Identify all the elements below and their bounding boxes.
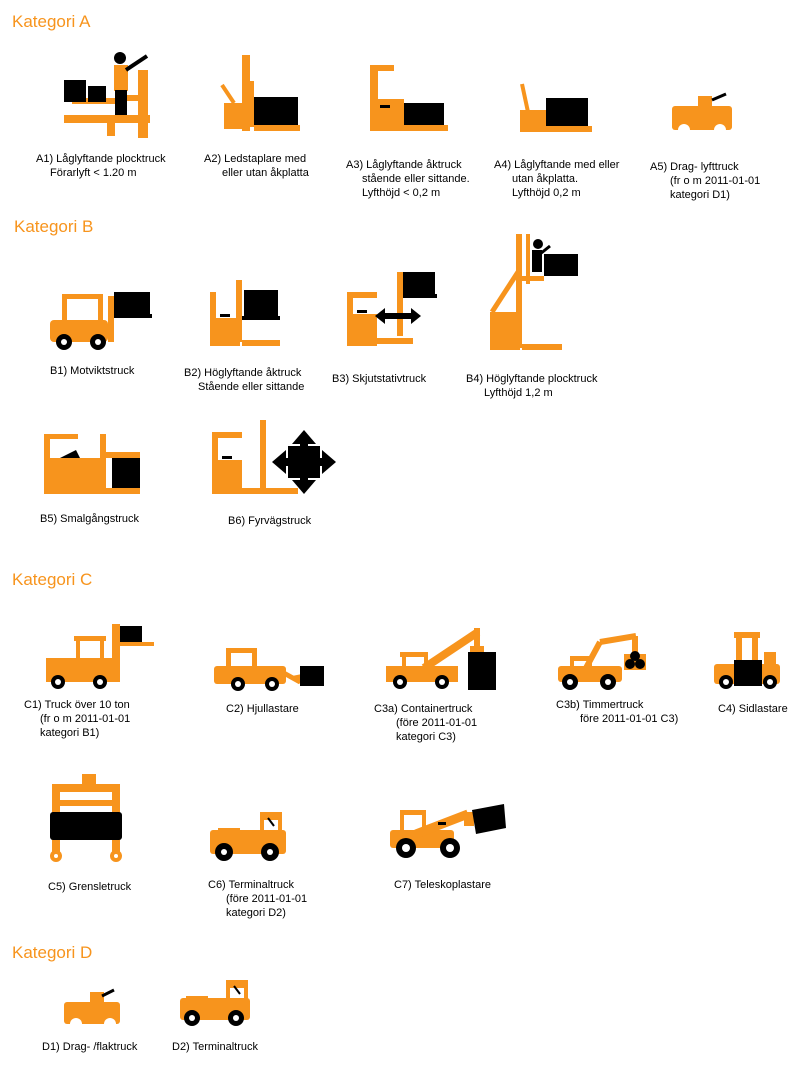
order-picker-truck-icon <box>64 52 150 138</box>
tow-lift-truck-icon <box>672 92 732 136</box>
caption-b1: B1) Motviktstruck <box>50 365 135 377</box>
caption-c2: C2) Hjullastare <box>226 703 299 715</box>
low-lift-pallet-truck-icon <box>520 83 592 132</box>
caption-a3: A3) Låglyftande åktruck stående eller si… <box>346 159 470 199</box>
caption-d2: D2) Terminaltruck <box>172 1041 258 1053</box>
timber-truck-icon <box>558 633 646 690</box>
heading-kategori-a: Kategori A <box>12 12 91 31</box>
low-lift-platform-truck-icon <box>370 65 448 131</box>
narrow-aisle-truck-icon <box>44 434 140 494</box>
caption-d1: D1) Drag- /flaktruck <box>42 1041 138 1053</box>
caption-b6: B6) Fyrvägstruck <box>228 515 312 527</box>
terminal-tractor-icon <box>210 812 286 861</box>
heavy-truck-icon <box>46 624 154 689</box>
caption-b5: B5) Smalgångstruck <box>40 513 140 525</box>
four-way-truck-icon <box>212 420 336 494</box>
container-truck-icon <box>386 628 496 690</box>
heading-kategori-c: Kategori C <box>12 570 93 589</box>
caption-a2: A2) Ledstaplare med eller utan åkplatta <box>204 153 309 179</box>
caption-a5: A5) Drag- lyfttruck (fr o m 2011-01-01 k… <box>650 161 761 201</box>
heading-kategori-d: Kategori D <box>12 943 93 962</box>
caption-b2: B2) Höglyftande åktruck Stående eller si… <box>184 367 305 393</box>
caption-c6: C6) Terminaltruck (före 2011-01-01 kateg… <box>208 879 308 919</box>
caption-a4: A4) Låglyftande med eller utan åkplatta.… <box>494 159 620 199</box>
caption-c5: C5) Grensletruck <box>48 881 132 893</box>
caption-a1: A1) Låglyftande plocktruck Förarlyft < 1… <box>36 153 166 179</box>
caption-c4: C4) Sidlastare <box>718 703 788 715</box>
straddle-carrier-icon <box>50 774 122 862</box>
reach-truck-icon <box>347 272 437 346</box>
pedestrian-stacker-icon <box>220 55 300 131</box>
caption-b3: B3) Skjutstativtruck <box>332 373 427 385</box>
caption-b4: B4) Höglyftande plocktruck Lyfthöjd 1,2 … <box>466 373 598 399</box>
wheel-loader-icon <box>214 648 324 691</box>
tow-tractor-icon <box>64 988 120 1030</box>
side-loader-icon <box>714 632 780 689</box>
caption-c3b: C3b) Timmertruck före 2011-01-01 C3) <box>556 699 679 725</box>
telehandler-icon <box>390 804 506 858</box>
caption-c1: C1) Truck över 10 ton (fr o m 2011-01-01… <box>24 699 131 739</box>
caption-c7: C7) Teleskoplastare <box>394 879 492 891</box>
counterbalance-truck-icon <box>50 292 152 350</box>
caption-c3a: C3a) Containertruck (före 2011-01-01 kat… <box>374 703 478 743</box>
heading-kategori-b: Kategori B <box>14 217 94 236</box>
terminal-tractor-icon <box>180 980 250 1026</box>
high-lift-ride-truck-icon <box>210 280 280 346</box>
high-lift-order-picker-icon <box>489 234 578 350</box>
